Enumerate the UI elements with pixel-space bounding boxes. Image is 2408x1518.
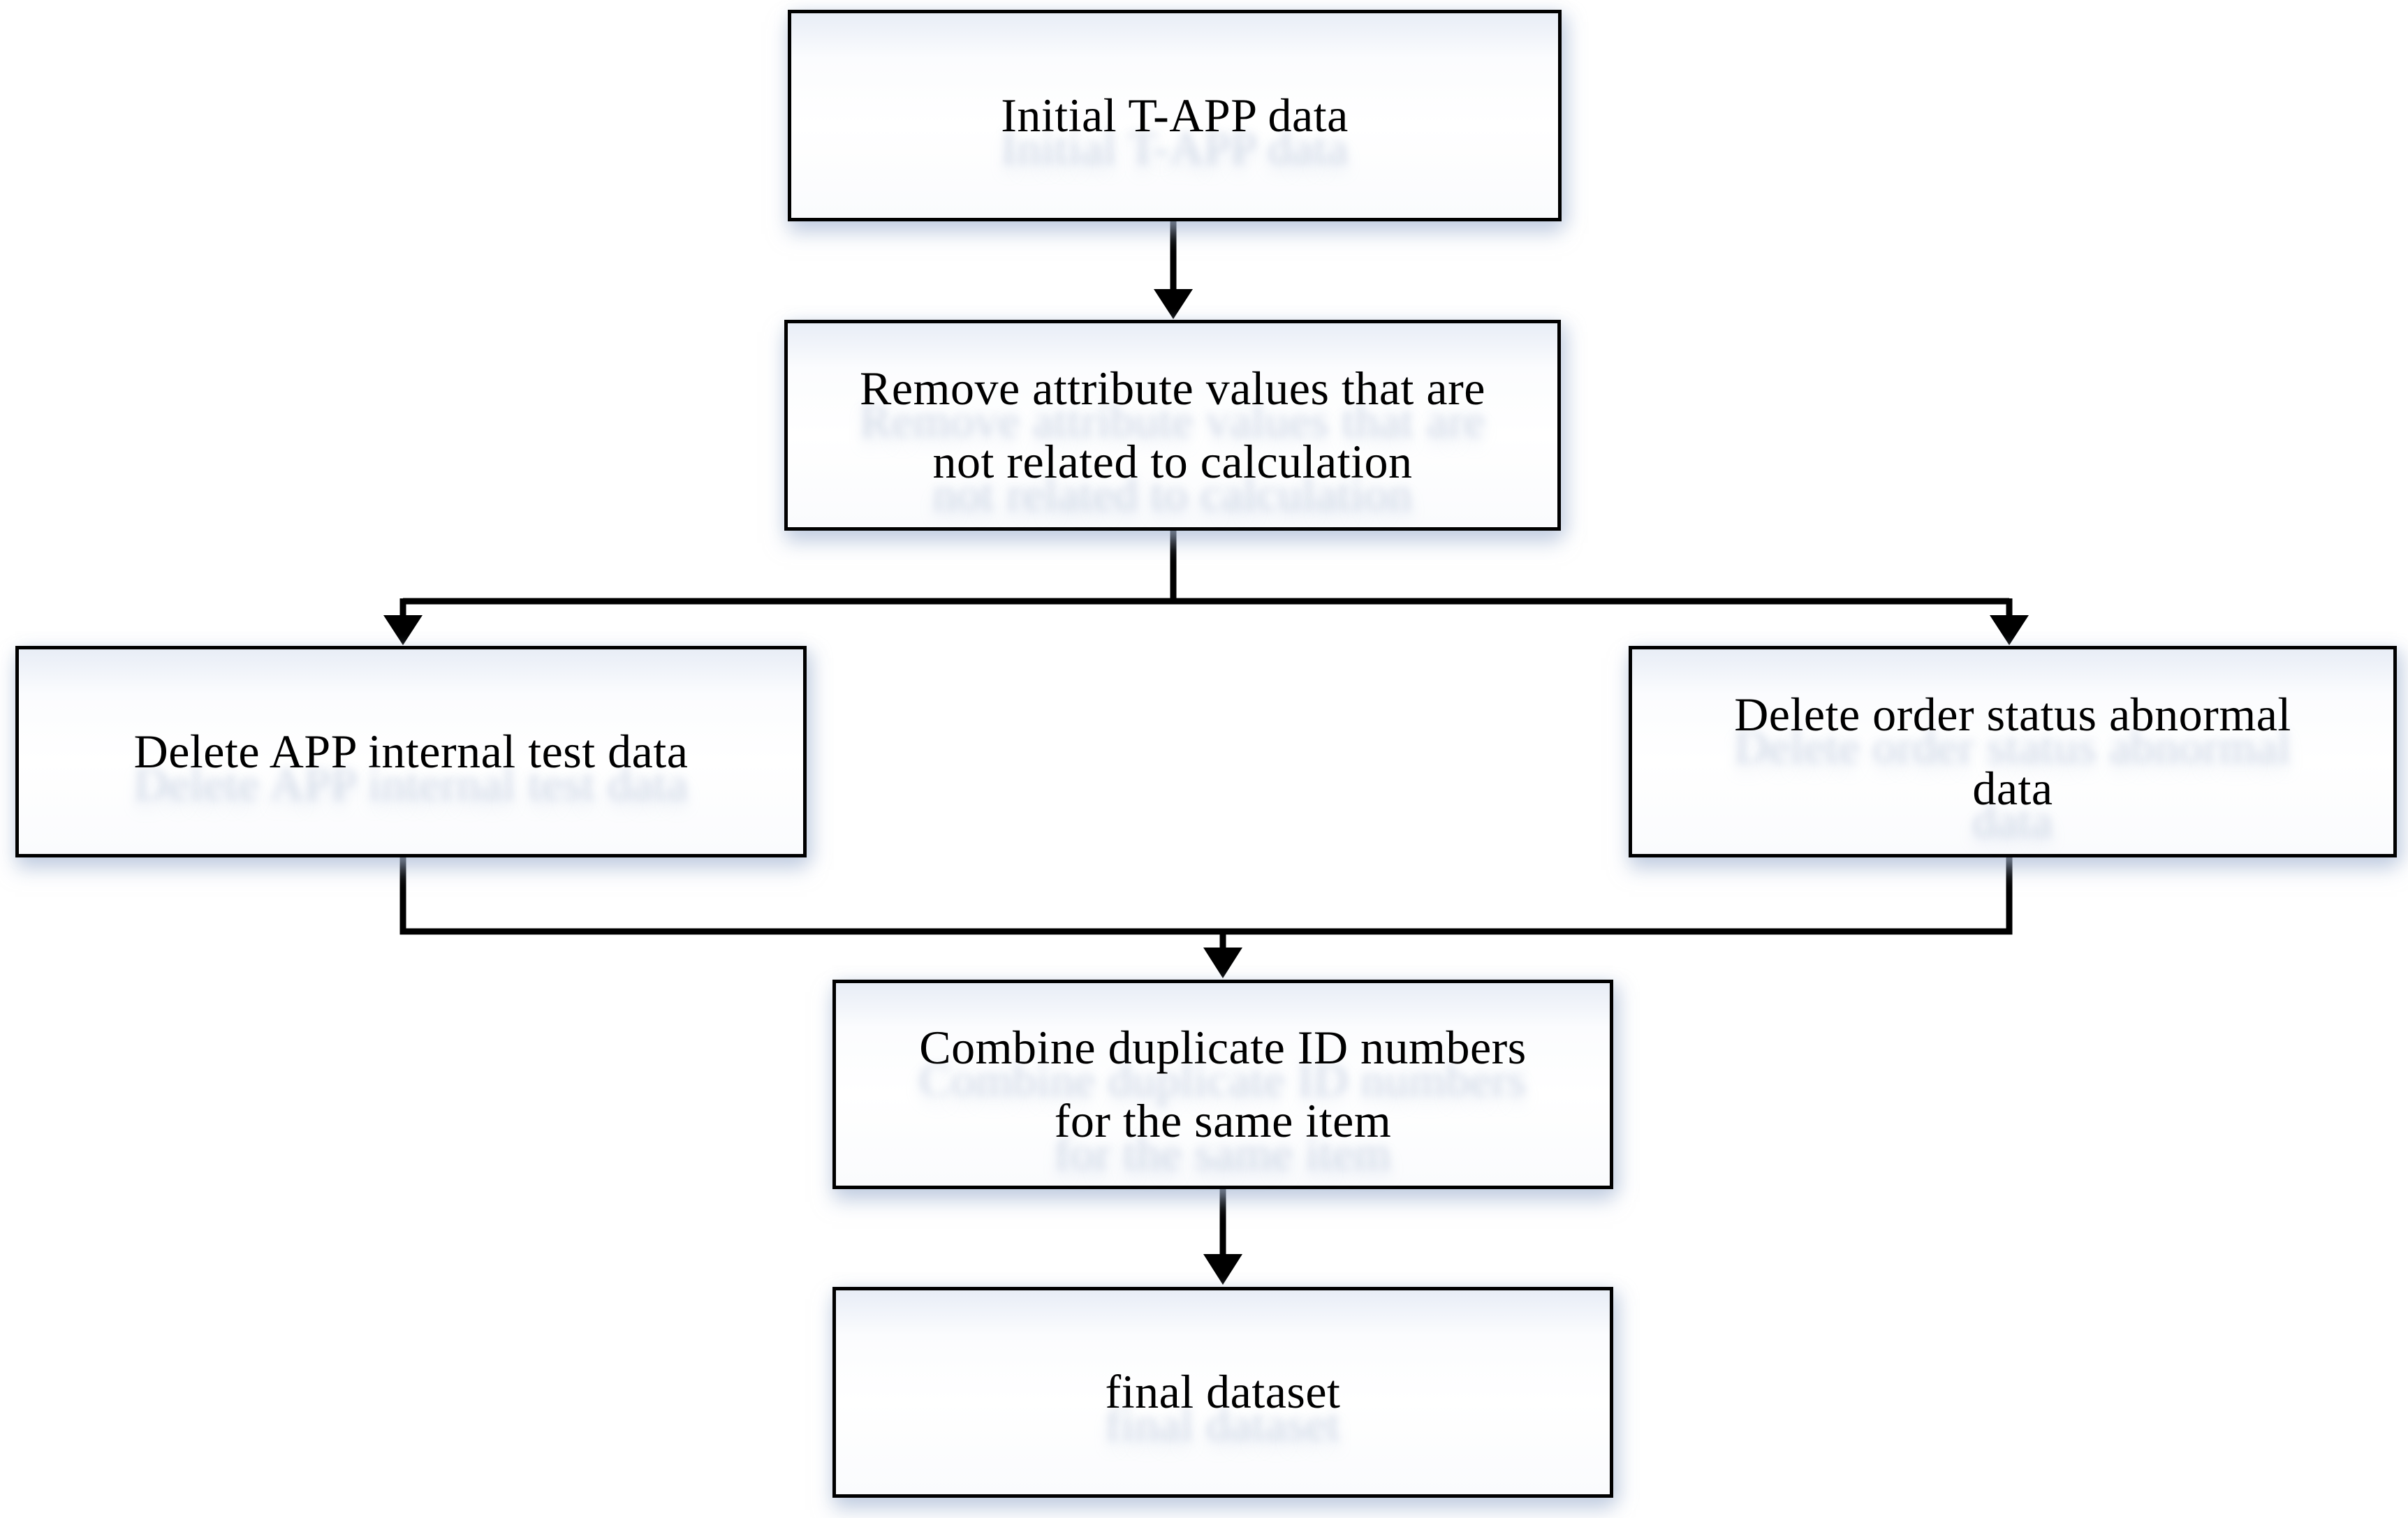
node-delete-app-internal-test-data: Delete APP internal test data xyxy=(15,646,807,857)
node-initial-t-app-data: Initial T-APP data xyxy=(788,10,1562,221)
node-label: Initial T-APP data xyxy=(1001,88,1349,142)
node-combine-duplicate-id-numbers: Combine duplicate ID numbers for the sam… xyxy=(832,980,1613,1189)
node-delete-order-status-abnormal-data: Delete order status abnormal data xyxy=(1629,646,2397,857)
node-label: Delete order status abnormal data xyxy=(1734,688,2291,815)
merge-line xyxy=(399,856,2013,935)
node-label: Remove attribute values that are not rel… xyxy=(860,361,1485,488)
arrowhead-down-icon xyxy=(1203,948,1242,978)
arrowhead-down-icon xyxy=(1990,615,2029,645)
node-label: final dataset xyxy=(1105,1365,1341,1419)
node-remove-attribute-values: Remove attribute values that are not rel… xyxy=(784,320,1561,531)
node-label: Delete APP internal test data xyxy=(133,724,689,778)
arrowhead-down-icon xyxy=(1154,289,1193,319)
node-final-dataset: final dataset xyxy=(832,1287,1613,1498)
arrowhead-down-icon xyxy=(1203,1254,1242,1285)
arrowhead-down-icon xyxy=(383,615,423,645)
node-label: Combine duplicate ID numbers for the sam… xyxy=(919,1020,1527,1147)
